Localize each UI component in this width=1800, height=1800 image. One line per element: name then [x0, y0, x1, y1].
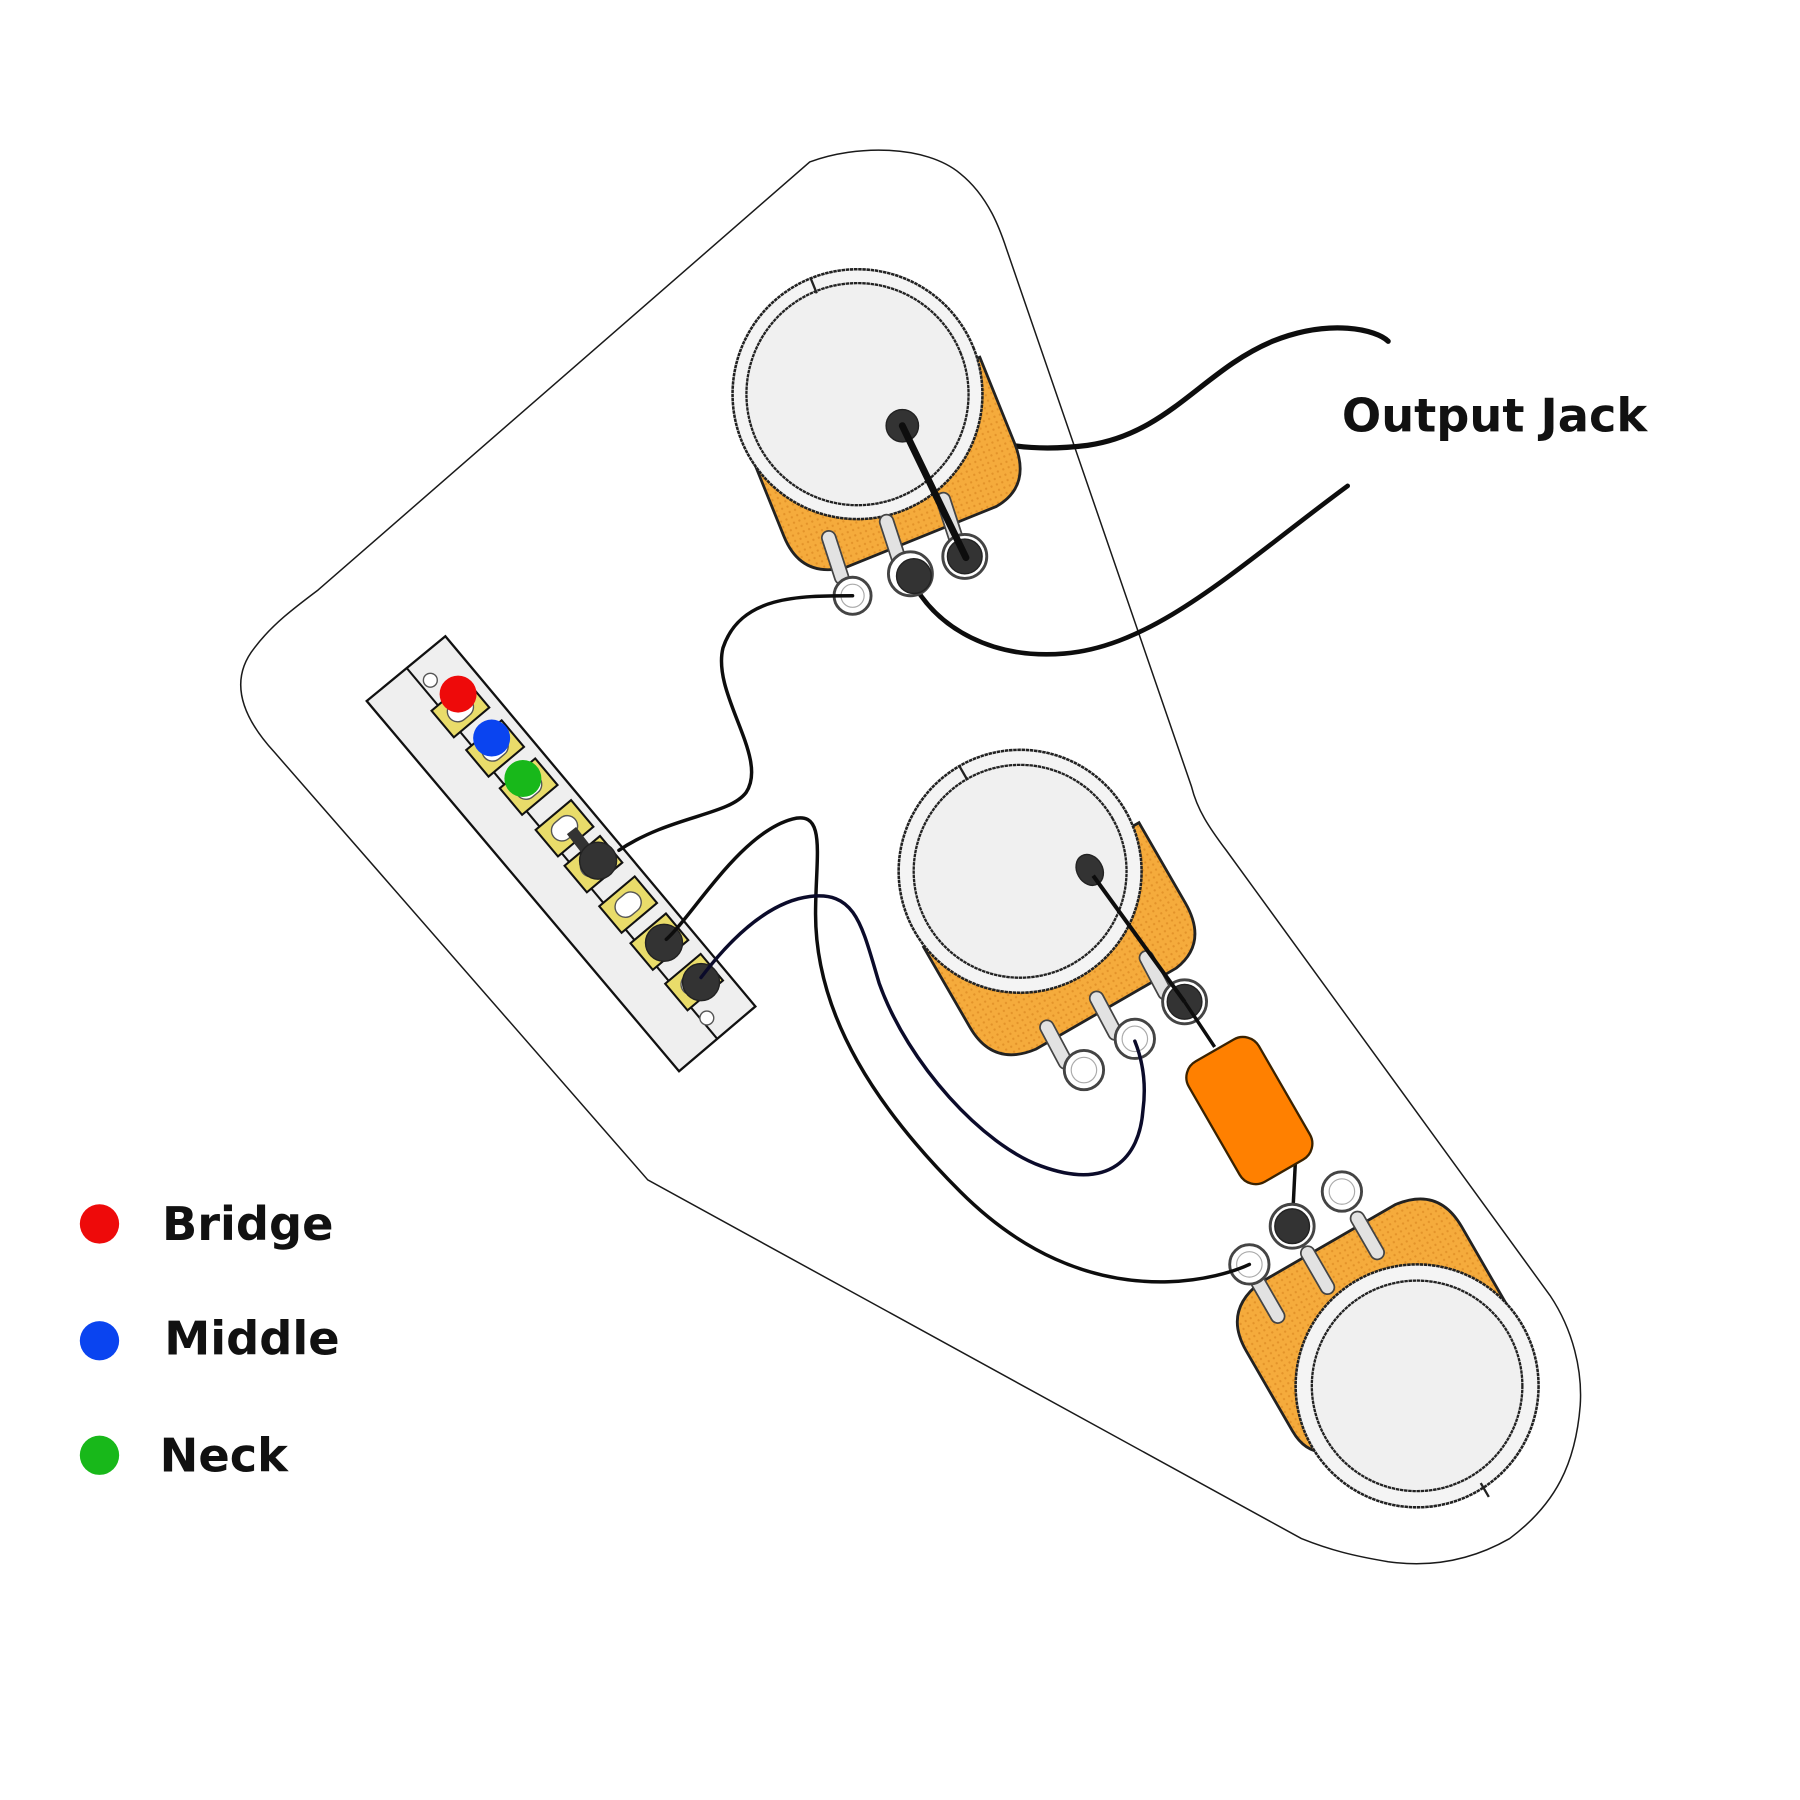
tone1-ground-wire [1091, 874, 1187, 1003]
legend-item-neck: Neck [79, 1428, 290, 1482]
output-jack-label: Output Jack [1342, 388, 1649, 442]
tone-pot-2-lugs [1228, 1170, 1385, 1324]
tone-pot-2-face [1294, 1263, 1540, 1509]
tone1-lug-1[interactable] [1062, 1048, 1106, 1092]
tone-capacitor[interactable] [1180, 1030, 1320, 1191]
middle-color-dot-icon [79, 1321, 120, 1361]
neck-color-dot-icon [79, 1435, 120, 1475]
wire-switch-to-volume [617, 594, 855, 852]
legend-label-middle: Middle [164, 1312, 339, 1366]
legend-label-neck: Neck [160, 1428, 290, 1482]
switch-solder-3[interactable] [681, 962, 721, 1002]
wire-switch-to-tone1 [699, 894, 1147, 1177]
tone-pot-1[interactable] [854, 702, 1211, 1072]
switch-middle-pickup-dot[interactable] [473, 719, 511, 757]
capacitor-lead-top [1183, 1000, 1217, 1048]
legend-label-bridge: Bridge [162, 1197, 334, 1251]
legend-item-bridge: Bridge [79, 1197, 334, 1251]
tone2-lug-3[interactable] [1320, 1170, 1364, 1213]
volume-jumper-wire [898, 422, 970, 562]
output-jack-ground-wire [908, 483, 1351, 657]
switch-neck-pickup-dot[interactable] [504, 760, 542, 798]
bridge-color-dot-icon [79, 1204, 120, 1244]
tone1-lug-2[interactable] [1113, 1017, 1156, 1060]
switch-bridge-pickup-dot[interactable] [439, 675, 477, 713]
legend-item-middle: Middle [79, 1312, 340, 1366]
switch-solder-1[interactable] [578, 841, 618, 880]
legend: Bridge Middle Neck [79, 1197, 340, 1482]
wire-switch-to-tone2 [664, 816, 1252, 1284]
